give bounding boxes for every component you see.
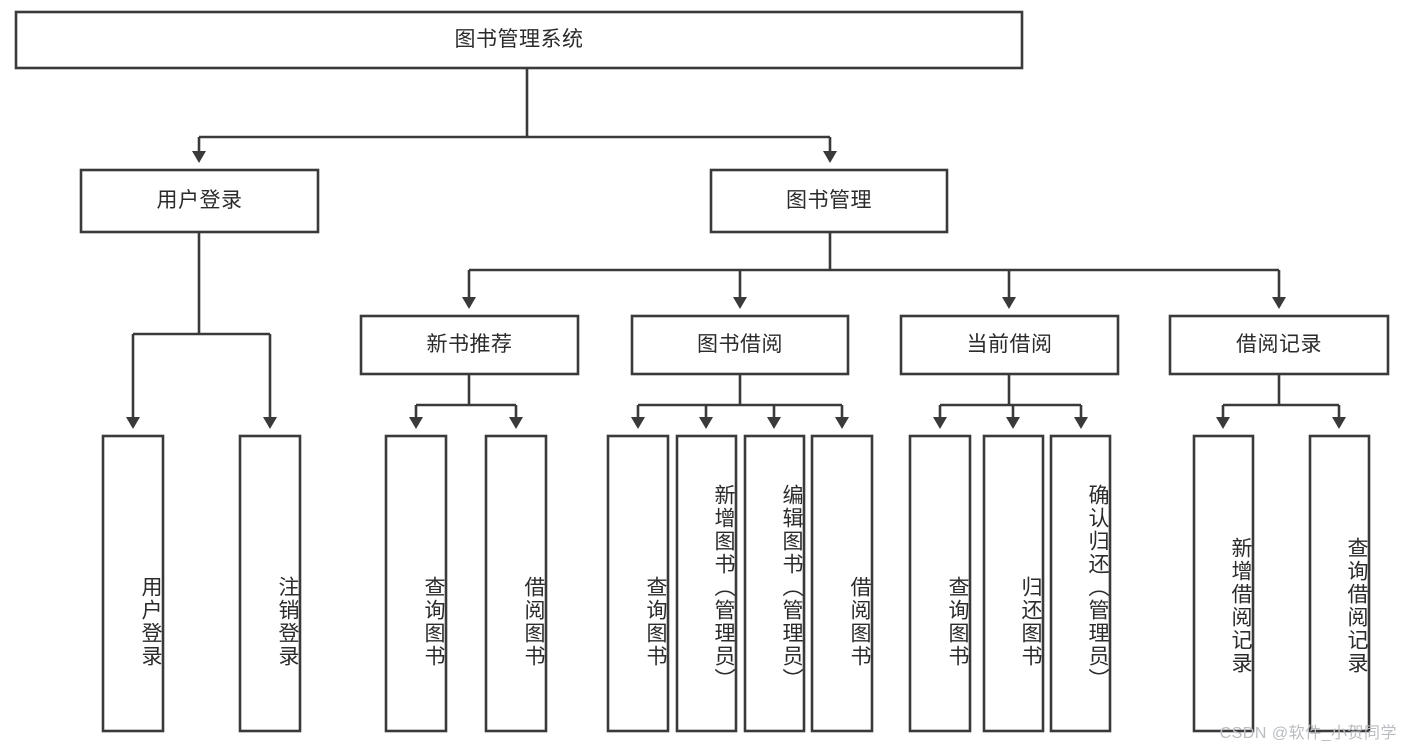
- node-boxes: [14, 10, 1390, 733]
- node-box-leaf-return-book[interactable]: [982, 434, 1045, 733]
- node-box-leaf-borrow-book[interactable]: [810, 434, 874, 733]
- node-box-leaf-user-logout[interactable]: [238, 434, 302, 733]
- connectors-user-login-to-leaves: [126, 232, 277, 429]
- csdn-watermark: CSDN @软件_小贺同学: [1219, 725, 1397, 742]
- connectors-book-borrow-to-leaves: [631, 374, 849, 429]
- node-box-leaf-user-login[interactable]: [101, 434, 165, 733]
- node-box-leaf-query-book-borrow[interactable]: [606, 434, 670, 733]
- node-box-new-book-recommend[interactable]: [359, 314, 580, 376]
- node-box-book-borrow[interactable]: [630, 314, 850, 376]
- connectors-new-book-recommend-to-leaves: [409, 374, 523, 429]
- node-box-borrow-record[interactable]: [1168, 314, 1390, 376]
- connectors-current-borrow-to-leaves: [933, 374, 1088, 429]
- node-box-leaf-query-borrow-record[interactable]: [1308, 434, 1371, 733]
- node-box-user-login[interactable]: [79, 168, 320, 234]
- node-box-root[interactable]: [14, 10, 1024, 70]
- node-box-leaf-query-book-current[interactable]: [908, 434, 972, 733]
- node-box-leaf-confirm-return-admin[interactable]: [1049, 434, 1112, 733]
- node-box-leaf-add-borrow-record[interactable]: [1192, 434, 1255, 733]
- connectors-borrow-record-to-leaves: [1216, 374, 1346, 429]
- node-box-leaf-borrow-book-rec[interactable]: [484, 434, 548, 733]
- node-box-book-manage[interactable]: [709, 168, 949, 234]
- node-box-leaf-edit-book-admin[interactable]: [743, 434, 806, 733]
- node-box-leaf-query-book-rec[interactable]: [384, 434, 448, 733]
- connectors-root-to-level2: [192, 68, 837, 163]
- node-box-current-borrow[interactable]: [899, 314, 1120, 376]
- node-box-leaf-add-book-admin[interactable]: [675, 434, 738, 733]
- connectors-book-manage-to-level3: [462, 232, 1286, 309]
